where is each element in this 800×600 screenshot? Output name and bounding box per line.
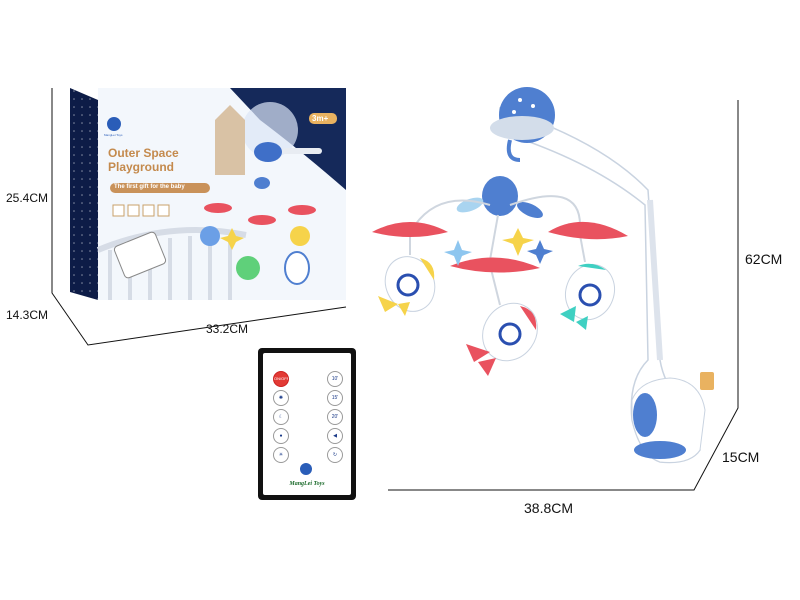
box-subtitle: The first gift for the baby: [114, 184, 185, 190]
box-dimension-lines: [51, 88, 347, 346]
volume-icon: ◀: [327, 428, 343, 444]
box-height-label: 25.4CM: [6, 191, 49, 205]
box-brand: MangLei Toys: [104, 133, 123, 137]
remote-control: ON/OFF ✺ ☾ ● ☀ 10' 15' 20' ◀ ↻ MangLei T…: [258, 348, 356, 500]
product-height-label: 62CM: [745, 251, 783, 267]
box-title-line-1: Outer Space: [108, 146, 179, 160]
power-button: ON/OFF: [273, 371, 289, 387]
box-width-label: 33.2CM: [206, 322, 249, 336]
remote-face: ON/OFF ✺ ☾ ● ☀ 10' 15' 20' ◀ ↻ MangLei T…: [263, 353, 351, 495]
moon-icon: ☾: [273, 409, 289, 425]
cycle-icon: ↻: [327, 447, 343, 463]
box-title-line-2: Playground: [108, 160, 175, 174]
timer-15-button: 15': [327, 390, 343, 406]
baby-mobile: [372, 87, 714, 464]
timer-10-button: 10': [327, 371, 343, 387]
box-depth-label: 14.3CM: [6, 308, 49, 322]
remote-brand: MangLei Toys: [289, 481, 325, 487]
product-depth-label: 15CM: [722, 449, 760, 465]
remote-logo-icon: [300, 463, 312, 475]
light-icon: ✺: [273, 390, 289, 406]
product-dimension-lines: [388, 100, 739, 491]
box-title: Outer Space Playground: [108, 146, 179, 174]
box-age-badge: 3m+: [312, 114, 329, 123]
drop-icon: ●: [273, 428, 289, 444]
timer-20-button: 20': [327, 409, 343, 425]
sun-icon: ☀: [273, 447, 289, 463]
packaging-box: [70, 88, 346, 300]
product-width-label: 38.8CM: [524, 500, 574, 516]
